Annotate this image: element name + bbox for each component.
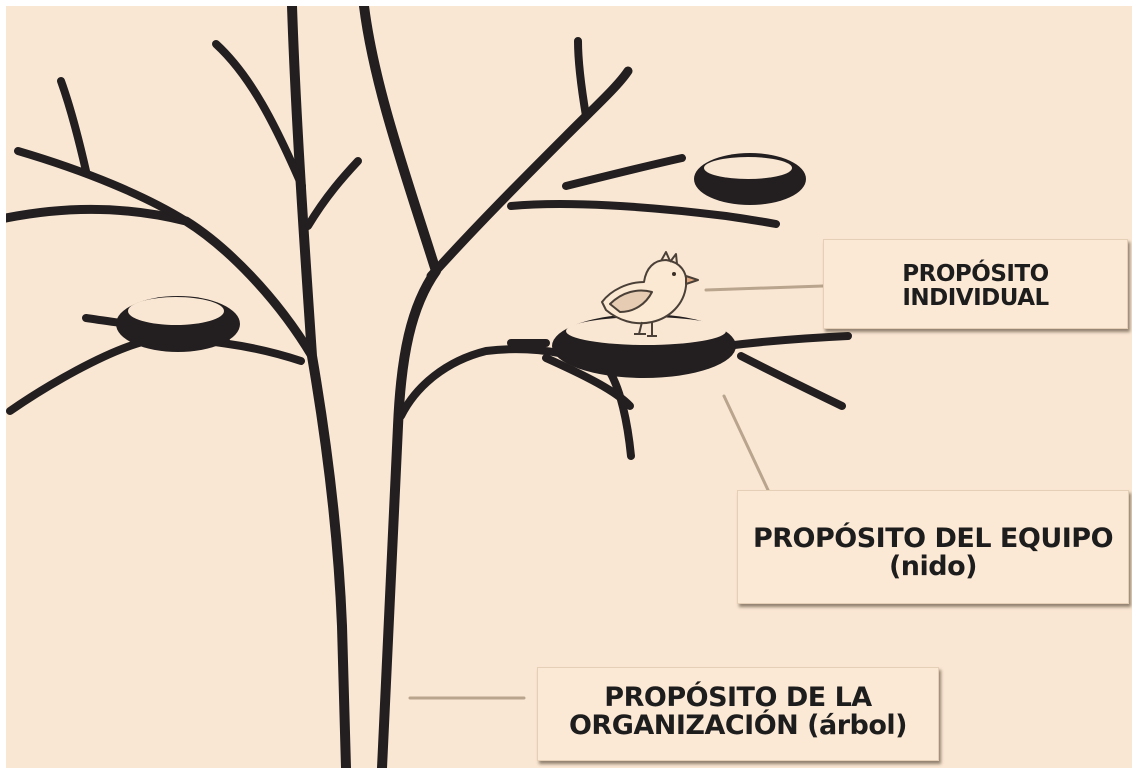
left-trunk <box>292 6 346 768</box>
right-branch-upper <box>431 71 628 276</box>
right-nest-branch-b <box>741 356 842 406</box>
diagram-canvas: PROPÓSITO INDIVIDUAL PROPÓSITO DEL EQUIP… <box>6 6 1132 768</box>
label-org-line1: PROPÓSITO DE LA <box>538 684 938 712</box>
label-org-line2: ORGANIZACIÓN (árbol) <box>538 712 938 740</box>
right-branch-mid-twig <box>566 158 682 186</box>
label-individual-line2: INDIVIDUAL <box>824 286 1127 310</box>
left-branch-top <box>216 44 302 186</box>
connector-equipo <box>724 396 768 490</box>
connector-individual <box>706 286 823 290</box>
right-branch-mid <box>511 204 776 224</box>
left-branch-twig-b <box>61 81 86 171</box>
left-branch-lower <box>10 340 301 411</box>
label-proposito-organizacion: PROPÓSITO DE LA ORGANIZACIÓN (árbol) <box>537 667 939 761</box>
label-equipo-line1: PROPÓSITO DEL EQUIPO <box>738 525 1128 553</box>
left-branch-right-twig <box>308 161 358 226</box>
label-proposito-equipo: PROPÓSITO DEL EQUIPO (nido) <box>737 490 1129 604</box>
top-right-nest <box>694 153 806 205</box>
right-branch-top-twig <box>578 41 586 116</box>
label-proposito-individual: PROPÓSITO INDIVIDUAL <box>823 239 1128 329</box>
label-individual-line1: PROPÓSITO <box>824 262 1127 286</box>
label-equipo-line2: (nido) <box>738 553 1128 581</box>
tree-illustration <box>6 6 1132 768</box>
right-nest-branch-a <box>726 336 848 346</box>
left-nest <box>116 296 240 352</box>
